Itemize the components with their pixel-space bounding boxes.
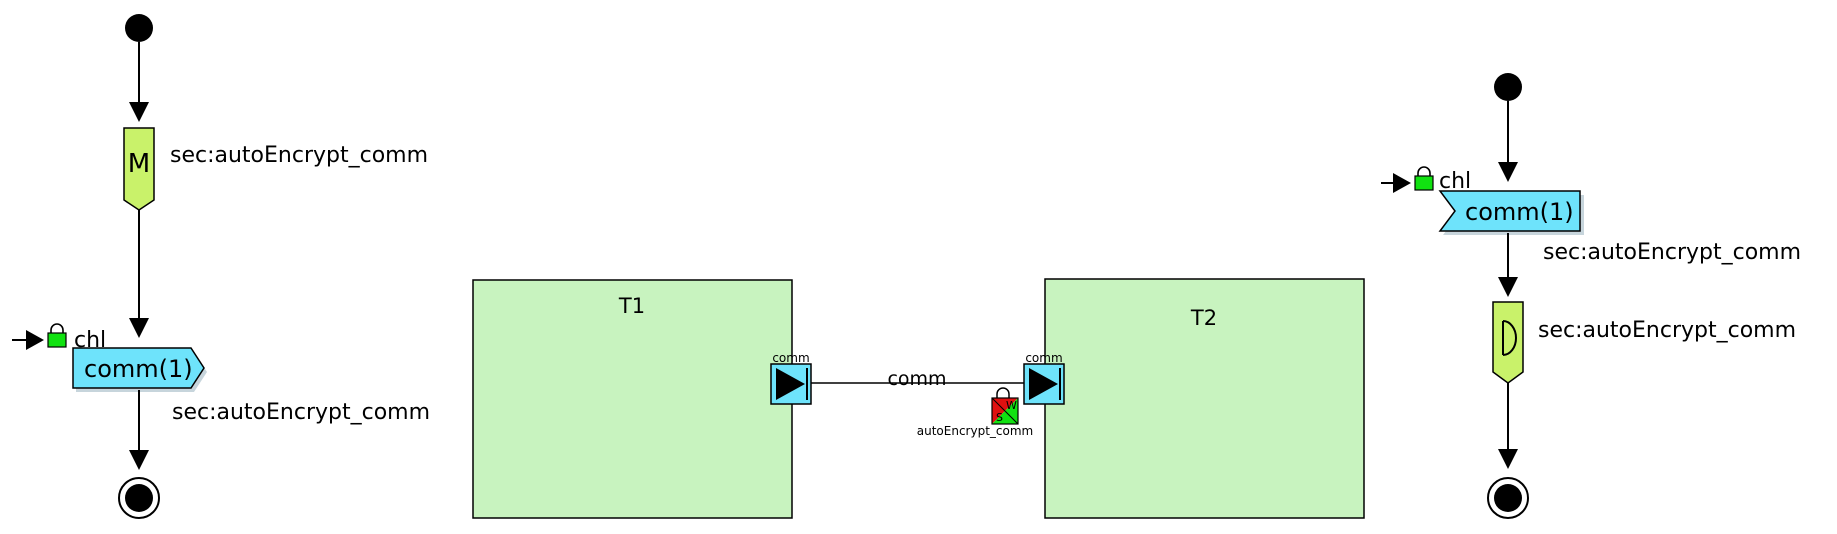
security-badge-diagonal <box>991 397 1019 425</box>
right-channel-arrowhead <box>1393 173 1411 193</box>
port-t1-label: comm <box>772 351 809 365</box>
right-receive-signal-label: comm(1) <box>1465 198 1574 226</box>
left-activity-diagram: M sec:autoEncrypt_comm chl comm(1) sec:a… <box>12 14 430 519</box>
left-encrypt-letter: M <box>128 149 150 179</box>
left-channel-arrowhead <box>26 330 44 350</box>
right-receive-signal-node[interactable] <box>1438 190 1581 232</box>
port-t2-arrow <box>1029 368 1058 400</box>
left-lock-icon <box>47 332 67 348</box>
left-stop-node[interactable] <box>125 484 153 512</box>
security-badge-s: S <box>996 411 1003 424</box>
port-t1-arrow <box>776 368 805 400</box>
right-channel-name: chl <box>1439 169 1471 194</box>
port-t2-label: comm <box>1025 351 1062 365</box>
right-flow-arrowhead-2 <box>1498 277 1518 297</box>
block-t2-title: T2 <box>1190 306 1217 330</box>
right-decrypt-node[interactable] <box>1492 301 1524 384</box>
right-decrypt-label: sec:autoEncrypt_comm <box>1538 318 1796 343</box>
middle-block-diagram: T1 T2 comm comm S W autoEncrypt_comm com… <box>472 278 1365 519</box>
left-flow-arrowhead-1 <box>129 102 149 122</box>
left-encrypt-node[interactable] <box>123 127 155 211</box>
left-start-node[interactable] <box>125 14 153 42</box>
right-flow-arrowhead-1 <box>1498 162 1518 182</box>
security-lock-shackle <box>996 387 1010 398</box>
left-send-signal-node[interactable] <box>72 347 205 389</box>
right-receive-signal-note: sec:autoEncrypt_comm <box>1543 240 1801 265</box>
left-send-signal-note: sec:autoEncrypt_comm <box>172 400 430 425</box>
security-badge-icon[interactable] <box>991 397 1019 425</box>
left-lock-shackle <box>50 323 64 334</box>
security-badge-w: W <box>1006 399 1017 412</box>
left-flow-arrowhead-2 <box>129 318 149 338</box>
left-send-signal-label: comm(1) <box>84 355 193 383</box>
block-t1[interactable] <box>472 279 793 519</box>
right-decrypt-glyph <box>1502 320 1517 356</box>
left-encrypt-label: sec:autoEncrypt_comm <box>170 143 428 168</box>
block-t2[interactable] <box>1044 278 1365 519</box>
right-lock-shackle <box>1417 166 1431 177</box>
right-activity-diagram: chl comm(1) sec:autoEncrypt_comm sec:aut… <box>1381 73 1801 519</box>
block-t1-title: T1 <box>618 294 645 318</box>
right-start-node[interactable] <box>1494 73 1522 101</box>
connector-comm-label: comm <box>887 368 946 390</box>
right-stop-node[interactable] <box>1494 484 1522 512</box>
right-flow-arrowhead-3 <box>1498 449 1518 469</box>
security-label: autoEncrypt_comm <box>917 424 1033 438</box>
left-flow-arrowhead-3 <box>129 450 149 470</box>
right-lock-icon <box>1414 175 1434 191</box>
